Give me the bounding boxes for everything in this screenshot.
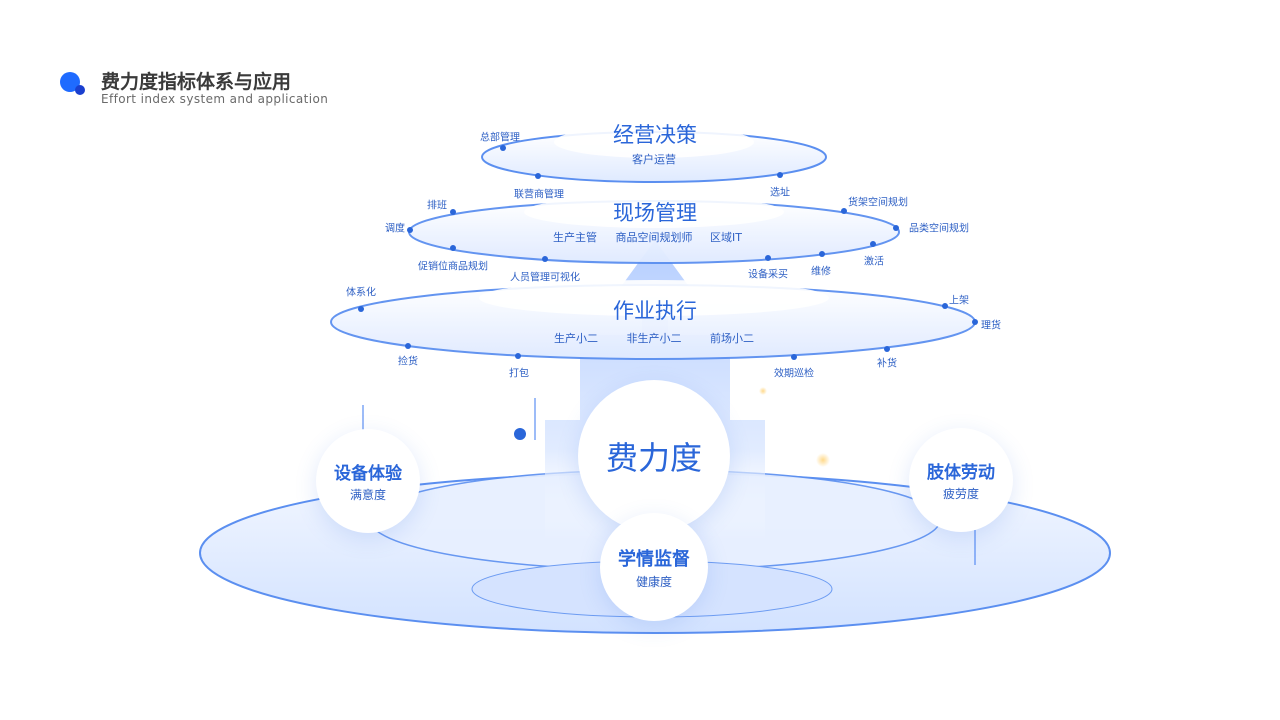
- point-label: 品类空间规划: [909, 223, 969, 235]
- layer-middle-sub: 区域IT: [710, 231, 742, 244]
- layer-bottom-sub: 前场小二: [710, 332, 754, 345]
- point-label: 人员管理可视化: [510, 272, 580, 284]
- point-label: 打包: [509, 368, 529, 380]
- point-marker: [450, 209, 456, 215]
- right-bubble: 肢体劳动 疲劳度: [909, 428, 1013, 532]
- point-marker: [765, 255, 771, 261]
- layer-middle-sub: 商品空间规划师: [615, 231, 693, 244]
- point-marker: [542, 256, 548, 262]
- point-marker: [777, 172, 783, 178]
- front-bubble-title: 学情监督: [618, 548, 690, 570]
- title-cap-top: [554, 126, 754, 158]
- point-label: 货架空间规划: [848, 197, 908, 209]
- point-marker: [870, 241, 876, 247]
- front-bubble-sub: 健康度: [635, 574, 672, 589]
- page-subtitle: Effort index system and application: [101, 92, 329, 106]
- point-marker: [515, 353, 521, 359]
- title-cap-bottom: [479, 280, 829, 316]
- page-title: 费力度指标体系与应用: [101, 71, 292, 93]
- point-marker: [405, 343, 411, 349]
- logo-dot-small: [75, 85, 85, 95]
- point-marker: [450, 245, 456, 251]
- layer-middle-sub: 生产主管: [553, 231, 597, 244]
- point-label: 促销位商品规划: [418, 261, 488, 273]
- left-bubble: 设备体验 满意度: [316, 429, 420, 533]
- layer-title-bottom: 作业执行: [613, 299, 697, 323]
- glow-dot: [816, 453, 830, 467]
- layer-top-sub: 客户运营: [632, 153, 676, 166]
- point-marker: [535, 173, 541, 179]
- point-label: 选址: [770, 187, 790, 199]
- center-title: 费力度: [605, 439, 702, 477]
- left-bubble-sub: 满意度: [349, 488, 386, 502]
- point-label: 排班: [427, 200, 447, 212]
- point-label: 设备采买: [748, 269, 788, 281]
- glow-dot: [759, 387, 767, 395]
- right-bubble-title: 肢体劳动: [927, 463, 995, 483]
- point-marker: [884, 346, 890, 352]
- layer-bottom-sub: 非生产小二: [626, 332, 682, 345]
- point-marker: [942, 303, 948, 309]
- point-label: 上架: [949, 295, 969, 307]
- point-marker: [358, 306, 364, 312]
- point-label: 调度: [385, 223, 405, 235]
- point-marker: [791, 354, 797, 360]
- point-label: 体系化: [346, 287, 376, 299]
- point-label: 维修: [811, 266, 831, 278]
- point-label: 理货: [981, 320, 1001, 332]
- layer-title-top: 经营决策: [613, 123, 697, 147]
- point-marker: [500, 145, 506, 151]
- front-bubble: 学情监督 健康度: [600, 513, 708, 621]
- point-label: 效期巡检: [774, 368, 814, 380]
- point-label: 激活: [864, 256, 884, 268]
- point-label: 联营商管理: [514, 189, 564, 201]
- left-bubble-title: 设备体验: [334, 464, 402, 484]
- point-marker: [893, 225, 899, 231]
- point-label: 捡货: [398, 356, 418, 368]
- right-bubble-sub: 疲劳度: [942, 487, 979, 501]
- point-marker: [407, 227, 413, 233]
- point-marker: [819, 251, 825, 257]
- point-marker: [841, 208, 847, 214]
- layer-bottom-sub: 生产小二: [554, 332, 598, 345]
- decor-dot: [514, 428, 526, 440]
- point-label: 总部管理: [480, 132, 520, 144]
- title-cap-middle: [524, 196, 784, 228]
- point-marker: [972, 319, 978, 325]
- layer-title-middle: 现场管理: [613, 201, 697, 225]
- point-label: 补货: [877, 358, 897, 370]
- center-bubble: 费力度: [578, 380, 730, 532]
